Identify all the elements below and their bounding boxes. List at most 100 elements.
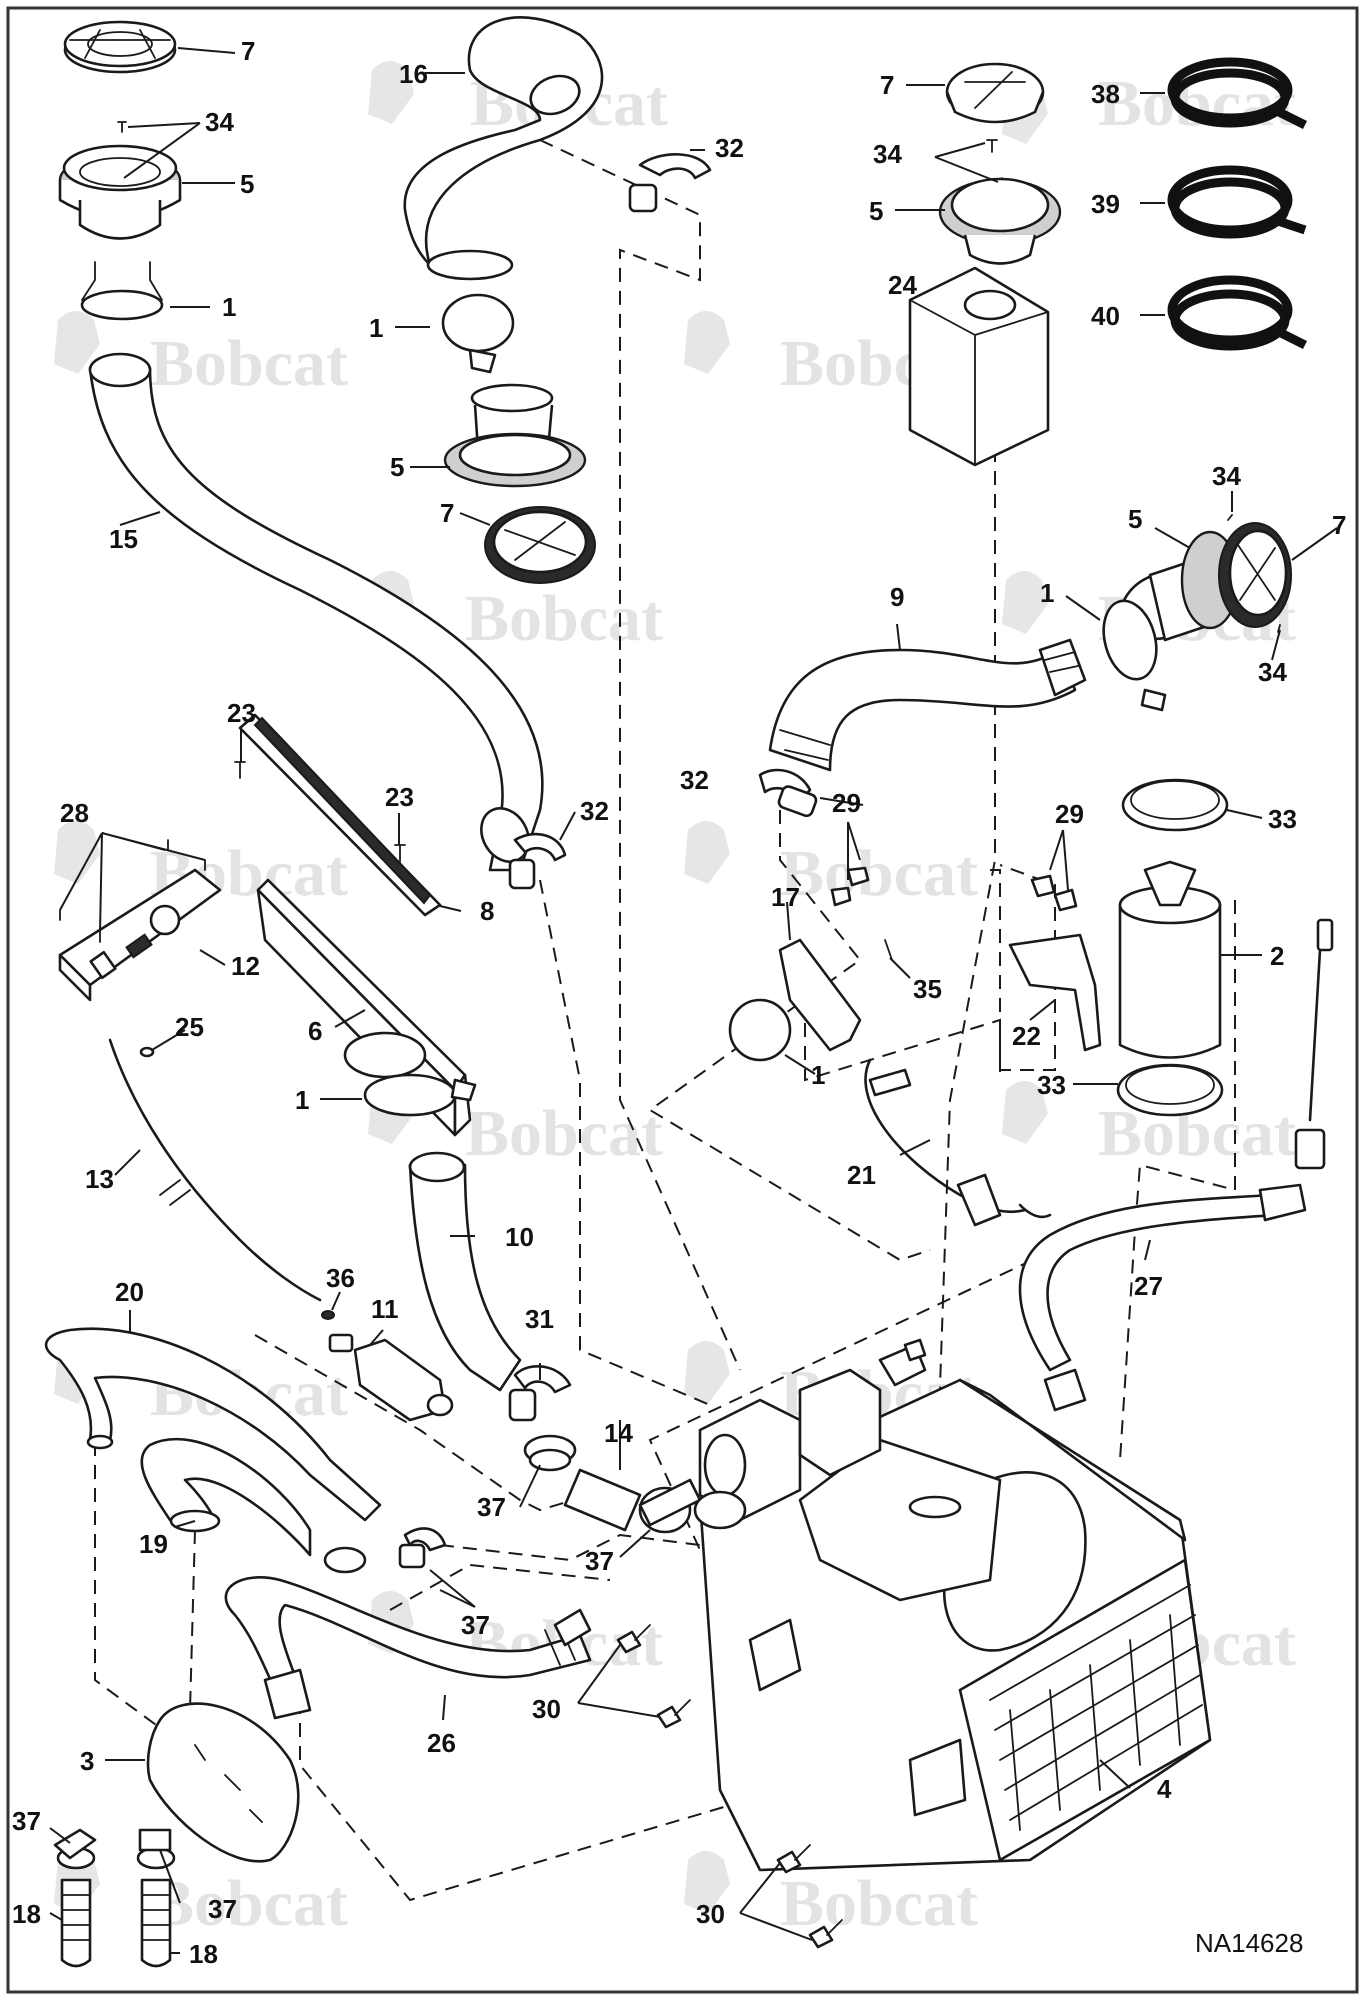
- valve-11: [328, 1333, 454, 1422]
- clamp-31: [508, 1365, 572, 1422]
- callout-30: 30: [696, 1899, 725, 1929]
- svg-text:Bobcat: Bobcat: [150, 1867, 348, 1940]
- callout-32: 32: [580, 796, 609, 826]
- vent-housing-5-topleft: [58, 144, 182, 240]
- fitting-18-right: [136, 1846, 176, 1968]
- expansion-valve-assembly: [693, 1338, 927, 1530]
- callout-1: 1: [295, 1085, 309, 1115]
- bolt-29-right: [1030, 874, 1078, 912]
- callout-16: 16: [399, 59, 428, 89]
- fitting-18-left: [56, 1846, 96, 1968]
- svg-text:Bobcat: Bobcat: [780, 1867, 978, 1940]
- callout-32: 32: [680, 765, 709, 795]
- leader-lines: [49, 47, 1338, 1954]
- bolt-30-upper: [616, 1624, 691, 1729]
- svg-text:Bobcat: Bobcat: [150, 327, 348, 400]
- callout-35: 35: [913, 974, 942, 1004]
- clamp-37-lower-left: [53, 1828, 97, 1860]
- hvac-unit-4: [698, 1378, 1212, 1872]
- callout-9: 9: [890, 582, 904, 612]
- figure-reference-code: NA14628: [1195, 1928, 1303, 1958]
- callout-28: 28: [60, 798, 89, 828]
- clamp-37-a: [523, 1434, 577, 1472]
- vent-housing-5-topright: [938, 177, 1062, 265]
- hose-roll-38: [1167, 57, 1308, 130]
- callout-33: 33: [1037, 1070, 1066, 1100]
- refrigerant-line-27: [1018, 1183, 1307, 1412]
- callout-37: 37: [208, 1894, 237, 1924]
- manifold-block-3: [146, 1702, 300, 1863]
- air-filter-box-24: [908, 266, 1050, 467]
- screw-35: [884, 939, 893, 961]
- callout-7: 7: [241, 36, 255, 66]
- hose-26: [224, 1576, 592, 1720]
- callout-6: 6: [308, 1016, 322, 1046]
- clip-36: [321, 1310, 335, 1320]
- callout-21: 21: [847, 1160, 876, 1190]
- callout-5: 5: [240, 169, 254, 199]
- callout-8: 8: [480, 896, 494, 926]
- watermark: Bobcat: [684, 821, 978, 910]
- svg-text:Bobcat: Bobcat: [465, 582, 663, 655]
- bracket-22: [1008, 933, 1102, 1052]
- refrigerant-line-21: [864, 1058, 1052, 1227]
- callout-3: 3: [80, 1746, 94, 1776]
- callout-5: 5: [390, 452, 404, 482]
- callout-5: 5: [869, 196, 883, 226]
- hose-clamp-1-right: [1102, 599, 1167, 712]
- svg-text:Bobcat: Bobcat: [465, 1097, 663, 1170]
- callout-34: 34: [205, 107, 234, 137]
- vent-housing-5-middle: [443, 383, 587, 488]
- callout-5: 5: [1128, 504, 1142, 534]
- watermark: Bobcat: [54, 1851, 348, 1940]
- hose-clamp-1-lower: [363, 1073, 477, 1117]
- callout-29: 29: [1055, 799, 1084, 829]
- receiver-drier-2: [1118, 860, 1222, 1059]
- callout-32: 32: [715, 133, 744, 163]
- clamp-33-lower: [1116, 1063, 1224, 1117]
- callout-37: 37: [12, 1806, 41, 1836]
- cable-13: [108, 1038, 322, 1302]
- clip-32-middle: [758, 768, 818, 818]
- callout-38: 38: [1091, 79, 1120, 109]
- clip-32-top: [628, 153, 712, 213]
- callout-30: 30: [532, 1694, 561, 1724]
- svg-text:Bobcat: Bobcat: [780, 837, 978, 910]
- callout-34: 34: [1212, 461, 1241, 491]
- callout-7: 7: [440, 498, 454, 528]
- hose-20: [44, 1327, 382, 1522]
- pressure-switch-connector: [1294, 918, 1334, 1170]
- callout-39: 39: [1091, 189, 1120, 219]
- callout-2: 2: [1270, 941, 1284, 971]
- duct-hose-16: [403, 16, 604, 281]
- clamp-37-b: [638, 1478, 702, 1534]
- callout-20: 20: [115, 1277, 144, 1307]
- clip-32-lower: [508, 832, 567, 890]
- duct-hose-9: [768, 638, 1087, 772]
- diagram-frame: [6, 6, 1359, 1994]
- callout-31: 31: [525, 1304, 554, 1334]
- callout-37: 37: [477, 1492, 506, 1522]
- watermark: Bobcat: [54, 311, 348, 400]
- callout-29: 29: [832, 788, 861, 818]
- callout-4: 4: [1157, 1774, 1172, 1804]
- control-panel-12: [58, 868, 222, 1002]
- screw-23-left: [234, 761, 246, 779]
- callout-7: 7: [880, 70, 894, 100]
- clamp-37-lower-right: [138, 1828, 172, 1852]
- watermark: Bobcat: [54, 821, 348, 910]
- callout-37: 37: [461, 1610, 490, 1640]
- callout-1: 1: [222, 292, 236, 322]
- callout-23: 23: [385, 782, 414, 812]
- callout-1: 1: [811, 1060, 825, 1090]
- callout-10: 10: [505, 1222, 534, 1252]
- vent-assembly-right: [1120, 514, 1292, 642]
- screw-28-group: [59, 839, 206, 943]
- callout-34: 34: [873, 139, 902, 169]
- callout-37: 37: [585, 1546, 614, 1576]
- callout-11: 11: [371, 1294, 399, 1324]
- hose-clamp-1-topleft: [80, 261, 164, 321]
- callout-13: 13: [85, 1164, 114, 1194]
- callout-23: 23: [227, 698, 256, 728]
